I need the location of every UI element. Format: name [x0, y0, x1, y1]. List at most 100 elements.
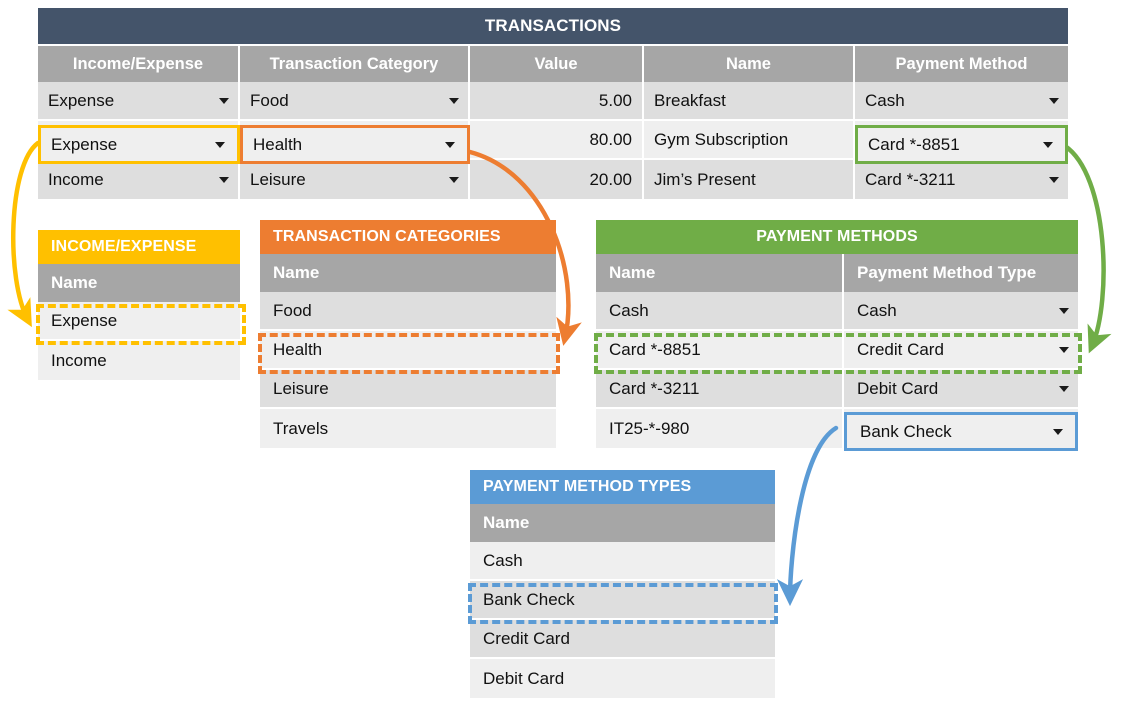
cell-text: Debit Card — [857, 378, 939, 398]
column-header-income-expense: Income/Expense — [38, 46, 240, 82]
column-header-payment-method-type: Payment Method Type — [844, 254, 1078, 292]
cell-text: Income — [48, 169, 104, 189]
chevron-down-icon[interactable] — [1049, 97, 1059, 104]
cell-transaction-category[interactable]: Leisure — [240, 160, 470, 199]
chevron-down-icon[interactable] — [449, 97, 459, 104]
transactions-title: TRANSACTIONS — [38, 8, 1068, 46]
cell-text: Health — [250, 129, 300, 149]
chevron-down-icon[interactable] — [1059, 425, 1069, 432]
transaction-categories-header-row: Name — [260, 254, 556, 292]
cell-name[interactable]: Card *-3211 — [596, 370, 844, 409]
cell-name[interactable]: Leisure — [260, 370, 556, 409]
payment-method-types-table: PAYMENT METHOD TYPES Name Cash Bank Chec… — [470, 470, 775, 698]
column-header-value: Value — [470, 46, 644, 82]
cell-transaction-category[interactable]: Food — [240, 82, 470, 121]
table-row: Expense — [38, 302, 240, 341]
chevron-down-icon[interactable] — [1059, 346, 1069, 353]
income-expense-header-row: Name — [38, 264, 240, 302]
table-row: Bank Check — [470, 581, 775, 620]
column-header-transaction-category: Transaction Category — [240, 46, 470, 82]
cell-payment-method[interactable]: Card *-3211 — [855, 160, 1068, 199]
cell-text: Food — [250, 90, 289, 110]
chevron-down-icon[interactable] — [1059, 385, 1069, 392]
cell-name[interactable]: IT25-*-980 — [596, 409, 844, 448]
table-row: Credit Card — [470, 620, 775, 659]
cell-text: Card *-8851 — [865, 129, 957, 149]
table-row: Card *-8851 Credit Card — [596, 331, 1078, 370]
column-header-name: Name — [470, 504, 775, 542]
chevron-down-icon[interactable] — [219, 97, 229, 104]
transactions-header-row: Income/Expense Transaction Category Valu… — [38, 46, 1068, 82]
cell-payment-method-type[interactable]: Credit Card — [844, 331, 1078, 370]
cell-name[interactable]: Debit Card — [470, 659, 775, 698]
table-row: Cash Cash — [596, 292, 1078, 331]
column-header-name: Name — [596, 254, 844, 292]
table-row: Expense Health 80.00 Gym Subscription Ca… — [38, 121, 1068, 160]
cell-value[interactable]: 20.00 — [470, 160, 644, 199]
table-row: Travels — [260, 409, 556, 448]
transactions-table: TRANSACTIONS Income/Expense Transaction … — [38, 8, 1068, 199]
cell-name[interactable]: Expense — [38, 302, 240, 341]
table-row: IT25-*-980 Bank Check — [596, 409, 1078, 448]
cell-income-expense[interactable]: Expense — [38, 82, 240, 121]
cell-payment-method[interactable]: Card *-8851 — [855, 121, 1068, 160]
payment-methods-title: PAYMENT METHODS — [596, 220, 1078, 254]
cell-value[interactable]: 80.00 — [470, 121, 644, 160]
cell-name[interactable]: Card *-8851 — [596, 331, 844, 370]
cell-name[interactable]: Income — [38, 341, 240, 380]
cell-name[interactable]: Gym Subscription — [644, 121, 855, 160]
cell-text: Expense — [48, 129, 115, 149]
transaction-categories-table: TRANSACTION CATEGORIES Name Food Health … — [260, 220, 556, 448]
chevron-down-icon[interactable] — [449, 176, 459, 183]
cell-name[interactable]: Breakfast — [644, 82, 855, 121]
income-expense-title: INCOME/EXPENSE — [38, 230, 240, 264]
cell-payment-method-type[interactable]: Cash — [844, 292, 1078, 331]
chevron-down-icon[interactable] — [219, 136, 229, 143]
table-row: Income Leisure 20.00 Jim’s Present Card … — [38, 160, 1068, 199]
chevron-down-icon[interactable] — [449, 136, 459, 143]
cell-text: Card *-3211 — [865, 169, 956, 189]
table-row: Cash — [470, 542, 775, 581]
cell-name[interactable]: Credit Card — [470, 620, 775, 659]
table-row: Health — [260, 331, 556, 370]
cell-name[interactable]: Health — [260, 331, 556, 370]
arrow-income-expense — [7, 140, 41, 328]
chevron-down-icon[interactable] — [1049, 136, 1059, 143]
table-row: Expense Food 5.00 Breakfast Cash — [38, 82, 1068, 121]
chevron-down-icon[interactable] — [1049, 176, 1059, 183]
cell-name[interactable]: Cash — [470, 542, 775, 581]
income-expense-table: INCOME/EXPENSE Name Expense Income — [38, 230, 240, 380]
cell-name[interactable]: Jim’s Present — [644, 160, 855, 199]
table-row: Food — [260, 292, 556, 331]
cell-value[interactable]: 5.00 — [470, 82, 644, 121]
cell-income-expense[interactable]: Income — [38, 160, 240, 199]
column-header-payment-method: Payment Method — [855, 46, 1068, 82]
payment-methods-header-row: Name Payment Method Type — [596, 254, 1078, 292]
chevron-down-icon[interactable] — [1059, 307, 1069, 314]
payment-method-types-title: PAYMENT METHOD TYPES — [470, 470, 775, 504]
cell-text: Cash — [865, 90, 905, 110]
column-header-name: Name — [38, 264, 240, 302]
cell-payment-method-type[interactable]: Debit Card — [844, 370, 1078, 409]
table-row: Debit Card — [470, 659, 775, 698]
cell-text: Expense — [48, 90, 115, 110]
cell-name[interactable]: Cash — [596, 292, 844, 331]
cell-transaction-category[interactable]: Health — [240, 121, 470, 160]
cell-income-expense[interactable]: Expense — [38, 121, 240, 160]
cell-name[interactable]: Bank Check — [470, 581, 775, 620]
column-header-name: Name — [260, 254, 556, 292]
payment-methods-table: PAYMENT METHODS Name Payment Method Type… — [596, 220, 1078, 448]
cell-text: Credit Card — [857, 339, 944, 359]
cell-payment-method[interactable]: Cash — [855, 82, 1068, 121]
transaction-categories-title: TRANSACTION CATEGORIES — [260, 220, 556, 254]
table-row: Income — [38, 341, 240, 380]
column-header-name: Name — [644, 46, 855, 82]
payment-method-types-header-row: Name — [470, 504, 775, 542]
cell-text: Bank Check — [857, 418, 949, 438]
cell-name[interactable]: Food — [260, 292, 556, 331]
cell-name[interactable]: Travels — [260, 409, 556, 448]
table-row: Card *-3211 Debit Card — [596, 370, 1078, 409]
cell-payment-method-type[interactable]: Bank Check — [844, 409, 1078, 448]
chevron-down-icon[interactable] — [219, 176, 229, 183]
